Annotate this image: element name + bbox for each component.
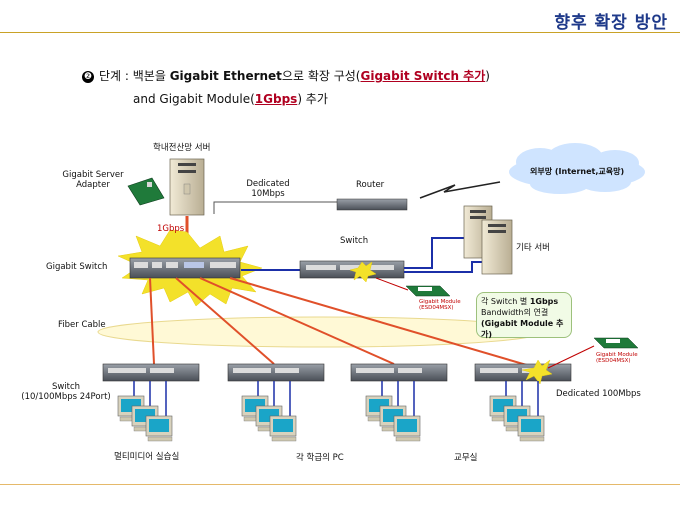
speech-text-1gbps: 1Gbps: [529, 297, 559, 306]
pc-icon: [393, 415, 421, 442]
network-module-icon: [405, 285, 451, 297]
page-title: 향후 확장 방안: [554, 13, 668, 33]
router-icon: [336, 198, 408, 211]
intro-text-d: ): [485, 69, 490, 83]
link-other-server-2: [404, 261, 484, 273]
network-module-icon: [593, 337, 639, 349]
lightning-icon: [419, 181, 501, 199]
lan-links-group-4: [505, 381, 539, 418]
label-other-server: 기타 서버: [516, 243, 550, 253]
lan-links-group-2: [257, 381, 291, 418]
label-fiber-cable: Fiber Cable: [58, 320, 106, 330]
pc-icon: [269, 415, 297, 442]
intro-text-add: ) 추가: [297, 92, 328, 106]
module-pointer-2: [547, 345, 595, 369]
switch-icon: [350, 363, 448, 382]
switch-icon: [129, 257, 241, 279]
label-dedicated-10: Dedicated 10Mbps: [246, 179, 290, 199]
link-dedicated-10: [213, 201, 340, 214]
intro-link-gigabit-switch[interactable]: Gigabit Switch 추가: [360, 69, 486, 83]
link-gbps-to-switch-1: [149, 277, 155, 365]
switch-icon: [227, 363, 325, 382]
cloud-icon: [509, 143, 645, 194]
label-internet: 외부망 (Internet,교육망): [530, 167, 625, 176]
link-gbps-to-switch-3: [199, 277, 395, 365]
switch-icon: [474, 363, 572, 382]
label-switch: Switch: [340, 236, 369, 246]
label-gigabit-switch: Gigabit Switch: [46, 262, 108, 272]
intro-line-1: ❷ 단계 : 백본을 Gigabit Ethernet으로 확장 구성(Gigab…: [82, 67, 490, 84]
pc-groups: [117, 395, 545, 442]
speech-text-bandwidth: Bandwidth의 연결: [481, 308, 549, 317]
link-other-server-1: [404, 237, 466, 269]
network-module-icon: [127, 177, 165, 206]
pc-icon: [145, 415, 173, 442]
intro-text-c: 으로 확장 구성(: [281, 69, 361, 83]
intro-text-a: 백본을: [132, 69, 170, 83]
step-bullet-icon: ❷: [82, 71, 94, 83]
intro-text-gigabit: Gigabit Ethernet: [169, 69, 282, 83]
intro-text-module: and Gigabit Module(: [133, 92, 255, 106]
link-gbps-to-switch-2: [175, 277, 275, 365]
pc-icon: [517, 415, 545, 442]
label-server-title: 학내전산망 서버: [153, 143, 211, 153]
server-icon: [481, 219, 513, 275]
label-gigabit-adapter: Gigabit Server Adapter: [62, 170, 124, 190]
label-module-2: Gigabit Module (ESD04MSX): [596, 352, 638, 364]
switch-burst: [521, 359, 553, 385]
label-group-class: 각 학급의 PC: [296, 453, 344, 463]
module-pointer-1: [375, 277, 409, 291]
label-group-multimedia: 멀티미디어 실습실: [114, 452, 180, 462]
link-gbps-to-switch-4: [229, 277, 531, 367]
label-dedicated-100: Dedicated 100Mbps: [556, 389, 641, 399]
intro-line-2: and Gigabit Module(1Gbps) 추가: [133, 90, 328, 107]
intro-link-1gbps[interactable]: 1Gbps: [254, 92, 298, 106]
label-1gbps: 1Gbps: [157, 224, 185, 234]
speech-text-module: (Gigabit Module 추가): [481, 319, 564, 339]
label-group-staff: 교무실: [454, 453, 478, 463]
label-switch-bottom: Switch (10/100Mbps 24Port): [21, 382, 111, 402]
lan-links-group-1: [133, 381, 167, 418]
speech-callout: 각 Switch 별 1Gbps Bandwidth의 연결 (Gigabit …: [476, 292, 572, 339]
server-icon: [169, 158, 205, 216]
lan-links-group-3: [381, 381, 415, 418]
step-label: 단계 :: [99, 69, 133, 83]
label-router: Router: [356, 180, 385, 190]
header-divider: [0, 32, 680, 33]
speech-text-a: 각 Switch 별: [481, 297, 530, 306]
switch-icon: [102, 363, 200, 382]
footer-divider: [0, 484, 680, 485]
label-module-1: Gigabit Module (ESD04MSX): [419, 299, 461, 311]
switch-burst: [349, 261, 377, 283]
